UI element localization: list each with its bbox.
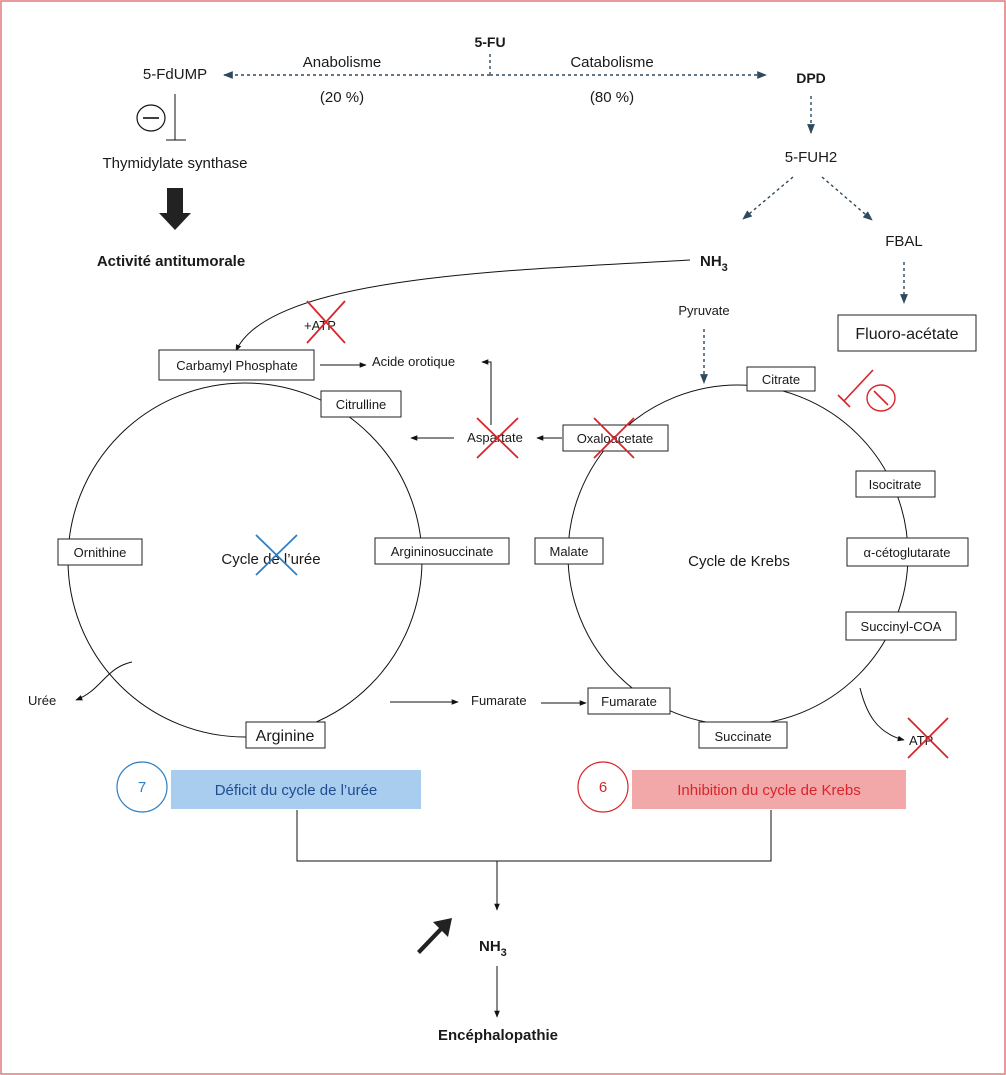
carbamyl-phosphate-label: Carbamyl Phosphate (176, 358, 297, 373)
nh3-to-carbamyl-arrow (235, 259, 691, 352)
urea-cycle-cross (255, 534, 298, 576)
malate-label: Malate (549, 544, 588, 559)
atp-cross (907, 717, 949, 759)
krebs-inhibition-banner (632, 770, 906, 809)
pyruvate: Pyruvate (678, 303, 729, 318)
alpha-ketoglutarate-box (846, 537, 969, 567)
nh3-bottom-sub: 3 (501, 947, 507, 959)
succinate-box (698, 721, 788, 749)
oxaloacetate-cross (593, 417, 635, 459)
argininosuccinate-label: Argininosuccinate (391, 544, 494, 559)
enzyme-dpd: DPD (796, 70, 826, 86)
citrulline-box (320, 390, 402, 418)
succinyl-coa-box (845, 611, 957, 641)
nh3-top-main: NH (700, 253, 722, 270)
carbamyl-phosphate-box (158, 349, 315, 381)
catabolism-percent: (80 %) (590, 89, 634, 106)
fbal: FBAL (885, 233, 923, 250)
thick-down-arrow-icon (159, 188, 191, 230)
ornithine-label: Ornithine (74, 545, 127, 560)
isocitrate-box (855, 470, 936, 498)
krebs-cycle-title: Cycle de Krebs (688, 553, 790, 570)
nh3-top-sub: 3 (722, 262, 728, 274)
succinate-label: Succinate (714, 729, 771, 744)
aspartate: Aspartate (467, 430, 523, 445)
aspartate-to-orotic-arrow (481, 359, 492, 425)
citrulline-label: Citrulline (336, 397, 387, 412)
fluoroacetate-label: Fluoro-acétate (855, 326, 958, 343)
arginine-label: Arginine (256, 728, 315, 745)
fuh2-to-nh3-arrow (742, 176, 794, 220)
minus-circle-icon (136, 104, 166, 132)
anabolism-label: Anabolisme (303, 54, 381, 71)
drug-5fu: 5-FU (474, 34, 505, 50)
uree-arrow (75, 661, 133, 701)
krebs-inhibition-number-circle (577, 761, 629, 813)
malate-box (534, 537, 604, 565)
ornithine-box (57, 538, 143, 566)
nh3-top: NH3 (700, 253, 728, 274)
uree: Urée (28, 693, 56, 708)
citrate-label: Citrate (762, 372, 800, 387)
urea-deficit-number-circle (116, 761, 168, 813)
atp-plus: +ATP (304, 318, 336, 333)
fuh2-to-fbal-arrow (821, 176, 873, 221)
urea-deficit-number: 7 (138, 779, 146, 796)
thick-up-arrow-icon (417, 918, 452, 954)
antitumor-activity: Activité antitumorale (97, 253, 245, 270)
fumarate-label: Fumarate (601, 694, 657, 709)
nh3-bottom-main: NH (479, 938, 501, 955)
isocitrate-label: Isocitrate (869, 477, 922, 492)
metabolite-5fuh2: 5-FUH2 (785, 149, 838, 166)
aspartate-cross (476, 417, 519, 459)
urea-deficit-label: Déficit du cycle de l’urée (215, 782, 378, 799)
nh3-bottom: NH3 (479, 938, 507, 959)
anabolism-percent: (20 %) (320, 89, 364, 106)
alpha-ketoglutarate-label: α-cétoglutarate (863, 545, 950, 560)
fumarate-box (587, 687, 671, 715)
outcome-connector (296, 810, 772, 862)
oxaloacetate-box (562, 424, 669, 452)
urea-deficit-banner (171, 770, 421, 809)
fumarate-out: Fumarate (471, 693, 527, 708)
catabolism-label: Catabolisme (570, 54, 653, 71)
thymidylate-synthase: Thymidylate synthase (102, 155, 247, 172)
citrate-box (746, 366, 816, 392)
red-inhibition-icon (837, 369, 896, 412)
metabolite-5fdump: 5-FdUMP (143, 66, 207, 83)
atp-plus-cross (306, 300, 346, 344)
krebs-to-atp-arrow (859, 687, 905, 742)
krebs-inhibition-label: Inhibition du cycle de Krebs (677, 782, 860, 799)
fluoroacetate-box (837, 314, 977, 352)
argininosuccinate-box (374, 537, 510, 565)
encephalopathy: Encéphalopathie (438, 1027, 558, 1044)
orotic-acid: Acide orotique (372, 354, 455, 369)
krebs-inhibition-number: 6 (599, 779, 607, 796)
succinyl-coa-label: Succinyl-COA (861, 619, 942, 634)
arginine-box (245, 721, 326, 749)
